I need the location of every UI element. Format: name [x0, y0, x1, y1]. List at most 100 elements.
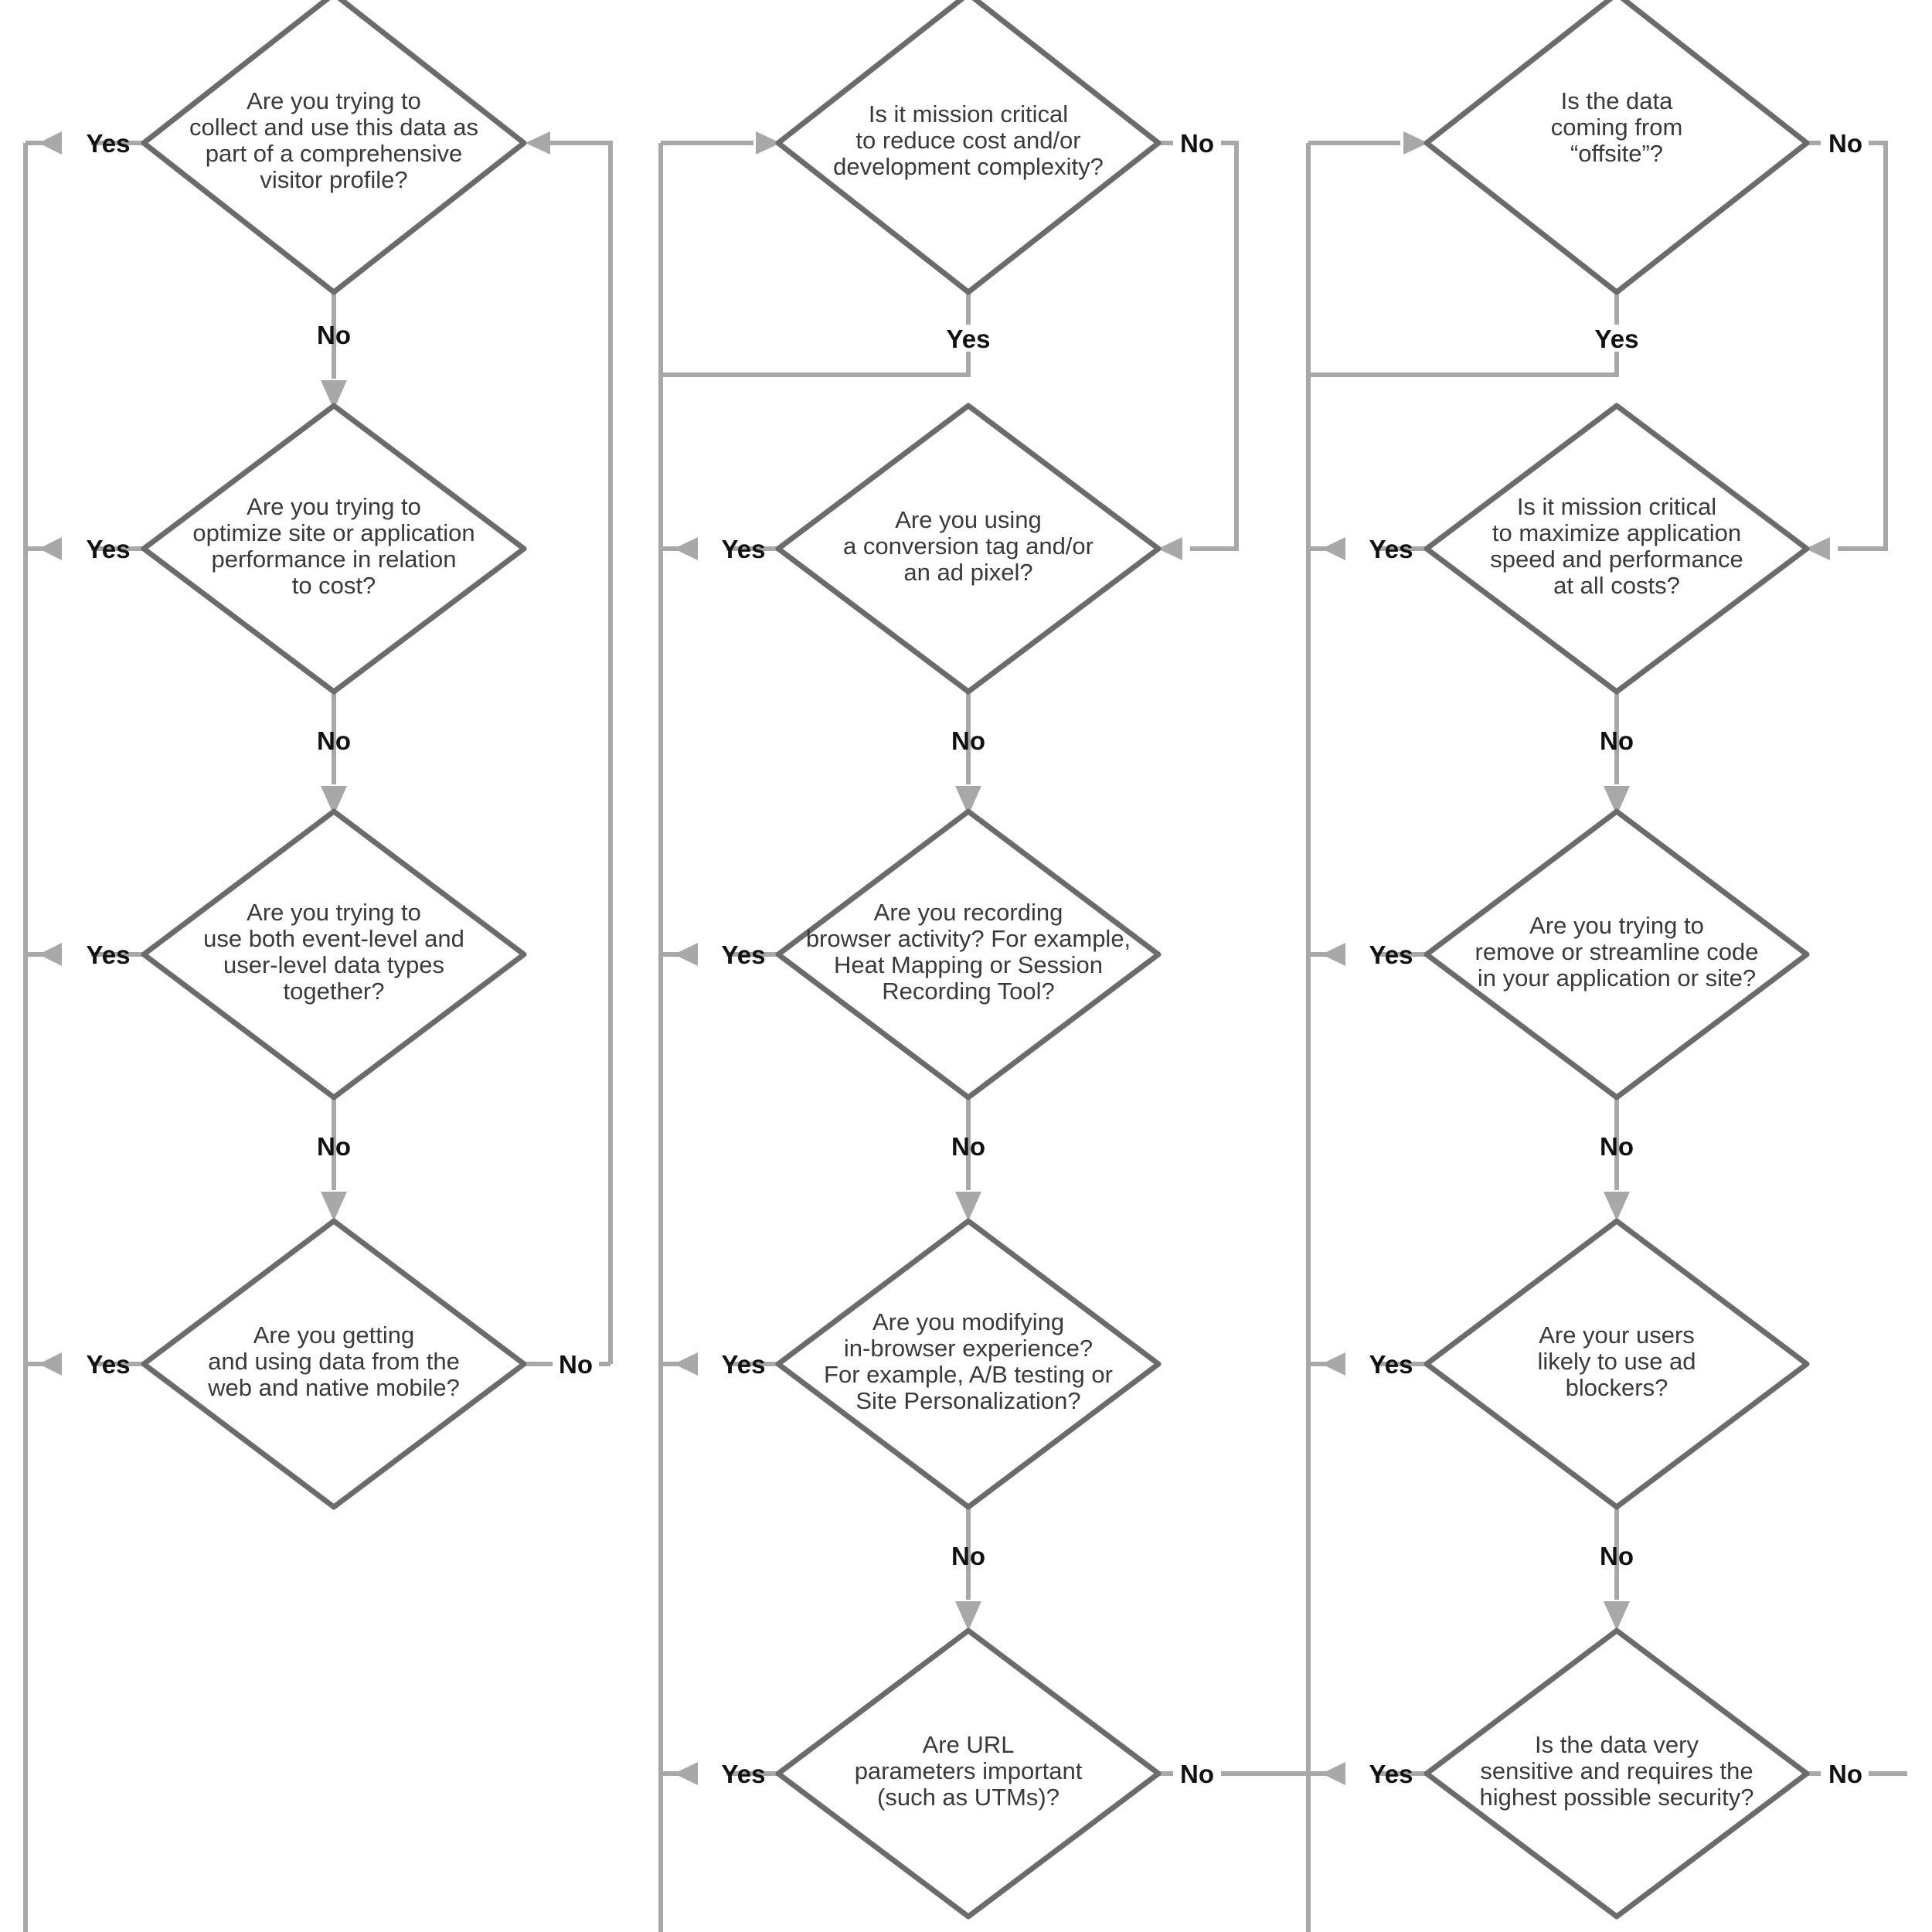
edge-label-no: No [951, 726, 985, 755]
node-text: “offsite”? [1570, 140, 1663, 167]
node-event-and-user-level[interactable] [141, 808, 527, 1100]
node-text: Is the data [1561, 87, 1674, 114]
node-text: Are you trying to [247, 493, 421, 520]
edge-label-no: No [1600, 1132, 1634, 1161]
node-text-layer: Are you trying to collect and use this d… [189, 87, 1758, 1811]
edge-c2n1-no-b [1190, 141, 1239, 551]
edge-label-yes: Yes [87, 535, 131, 563]
node-optimize-performance-cost[interactable] [141, 403, 527, 695]
edge-label-no: No [1180, 1760, 1214, 1788]
node-text: Are URL [923, 1731, 1015, 1758]
node-text: Are you modifying [872, 1308, 1064, 1335]
edge-label-no: No [951, 1132, 985, 1161]
node-comprehensive-visitor-profile[interactable] [141, 0, 527, 295]
node-remove-streamline-code[interactable] [1423, 808, 1810, 1100]
node-text: an ad pixel? [903, 559, 1032, 586]
edge-label-yes: Yes [87, 1350, 131, 1379]
node-conversion-tag-ad-pixel[interactable] [775, 403, 1162, 695]
edge-label-no: No [559, 1350, 593, 1379]
node-text: performance in relation [211, 546, 456, 573]
node-reduce-cost-complexity[interactable] [775, 0, 1162, 295]
node-text: web and native mobile? [207, 1374, 460, 1401]
node-text: parameters important [855, 1757, 1083, 1784]
arrow-c1n2-no [321, 786, 347, 815]
node-text: to cost? [292, 572, 376, 599]
arrow-c2n1-no [1158, 537, 1182, 560]
node-text: collect and use this data as [189, 114, 478, 141]
node-text: optimize site or application [192, 519, 474, 546]
node-text: Are you trying to [1529, 912, 1704, 939]
node-text: Are you getting [253, 1321, 415, 1349]
edge-loop-c1n4-to-c1n1 [576, 141, 613, 1364]
edge-label-yes: Yes [722, 1760, 766, 1788]
node-text: likely to use ad [1537, 1348, 1696, 1375]
edge-label-yes: Yes [1369, 1760, 1413, 1788]
edge-label-no: No [1600, 726, 1634, 755]
node-text: Are you trying to [247, 87, 421, 114]
edge-label-no: No [951, 1542, 985, 1570]
edge-c2n1-yes-b [661, 352, 971, 377]
node-text: remove or streamline code [1475, 938, 1759, 965]
node-text: Recording Tool? [882, 978, 1054, 1005]
node-text: user-level data types [223, 951, 444, 978]
node-text: together? [284, 978, 385, 1005]
node-text: a conversion tag and/or [843, 532, 1094, 560]
edge-label-no: No [317, 1132, 351, 1161]
node-text: browser activity? For example, [806, 925, 1131, 952]
edge-label-no: No [1828, 129, 1862, 158]
arrow-c3n3-no [1604, 1192, 1630, 1221]
node-text: part of a comprehensive [206, 140, 463, 167]
node-url-parameters[interactable] [775, 1628, 1162, 1920]
arrow-c1n3-no [321, 1192, 347, 1221]
node-users-ad-blockers[interactable] [1423, 1218, 1810, 1510]
node-data-from-offsite[interactable] [1423, 0, 1810, 295]
edge-c3n1-no-b [1838, 141, 1888, 551]
node-text: highest possible security? [1480, 1784, 1754, 1811]
arrow-c3n1-no [1805, 537, 1830, 560]
edge-label-no: No [1828, 1760, 1862, 1788]
edge-label-yes: Yes [1369, 1350, 1413, 1379]
node-modifying-in-browser-experience[interactable] [775, 1218, 1162, 1510]
node-maximize-speed-performance[interactable] [1423, 403, 1810, 695]
edge-label-yes: Yes [1369, 940, 1413, 969]
node-text: to maximize application [1492, 519, 1741, 546]
edge-label-no: No [317, 321, 351, 349]
node-layer [141, 0, 1810, 1920]
edge-label-yes: Yes [1595, 325, 1639, 353]
node-text: development complexity? [833, 153, 1104, 180]
arrow-c3n4-no [1604, 1601, 1630, 1631]
edge-label-yes: Yes [722, 535, 766, 563]
node-text: Are you recording [874, 899, 1063, 926]
arrow-c2n3-no [955, 1192, 981, 1221]
arrow-c2n4-no [955, 1601, 981, 1631]
node-recording-browser-activity[interactable] [775, 808, 1162, 1100]
node-text: to reduce cost and/or [855, 127, 1080, 154]
node-text: sensitive and requires the [1480, 1757, 1753, 1784]
arrow-c1n1-no [321, 380, 347, 410]
node-text: coming from [1551, 114, 1683, 141]
edge-label-no: No [1180, 129, 1214, 158]
edge-label-yes: Yes [87, 940, 131, 969]
connector-layer [23, 131, 1907, 1932]
node-text: Are you trying to [247, 899, 421, 926]
edge-label-yes: Yes [87, 129, 131, 158]
node-text: Is the data very [1535, 1731, 1699, 1758]
node-text: use both event-level and [203, 925, 464, 952]
node-text: visitor profile? [260, 166, 407, 193]
node-text: and using data from the [208, 1348, 460, 1375]
node-text: Is it mission critical [869, 100, 1068, 128]
node-text: in your application or site? [1478, 964, 1756, 992]
arrow-into-c2n1 [756, 131, 781, 155]
node-text: speed and performance [1490, 546, 1743, 573]
node-sensitive-data-security[interactable] [1423, 1628, 1810, 1920]
edge-label-yes: Yes [1369, 535, 1413, 563]
edge-label-yes: Yes [722, 1350, 766, 1379]
edge-label-no: No [1600, 1542, 1634, 1570]
node-text: For example, A/B testing or [824, 1361, 1113, 1388]
node-web-and-native-mobile[interactable] [141, 1218, 527, 1510]
node-text: Heat Mapping or Session [834, 951, 1103, 978]
node-text: Is it mission critical [1517, 493, 1716, 520]
edge-c3n1-yes-b [1308, 352, 1619, 377]
